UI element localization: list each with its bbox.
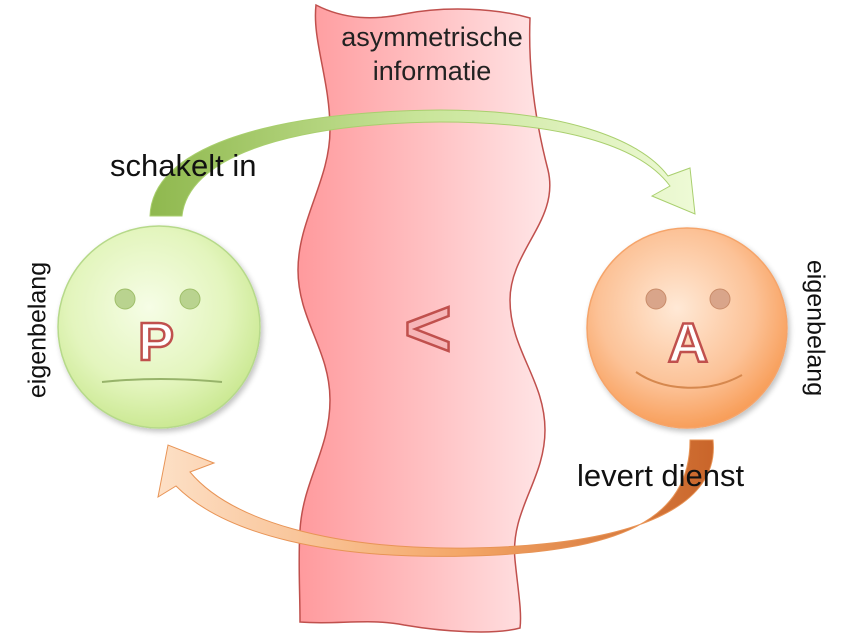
bottom-arrow-label: levert dienst [577, 458, 745, 493]
principal-mouth [101, 378, 223, 383]
principal-interest-label: eigenbelang [23, 261, 52, 399]
band-title-line2: informatie [372, 56, 492, 86]
bottom-arrow [157, 439, 714, 557]
band-title: asymmetrische informatie [310, 20, 554, 88]
principal-face [57, 225, 261, 429]
less-than-symbol: < [404, 283, 452, 374]
top-arrow [149, 109, 696, 217]
agent-right-eye [709, 288, 731, 310]
principal-left-eye [114, 288, 136, 310]
band-title-line1: asymmetrische [341, 22, 523, 52]
agent-letter: A [668, 311, 708, 374]
principal-letter: P [138, 312, 174, 372]
top-arrow-label: schakelt in [110, 148, 257, 183]
agent-interest-label: eigenbelang [801, 259, 830, 397]
agent-left-eye [645, 288, 667, 310]
information-band [297, 3, 551, 633]
principal-right-eye [179, 288, 201, 310]
agent-mouth [635, 371, 743, 389]
